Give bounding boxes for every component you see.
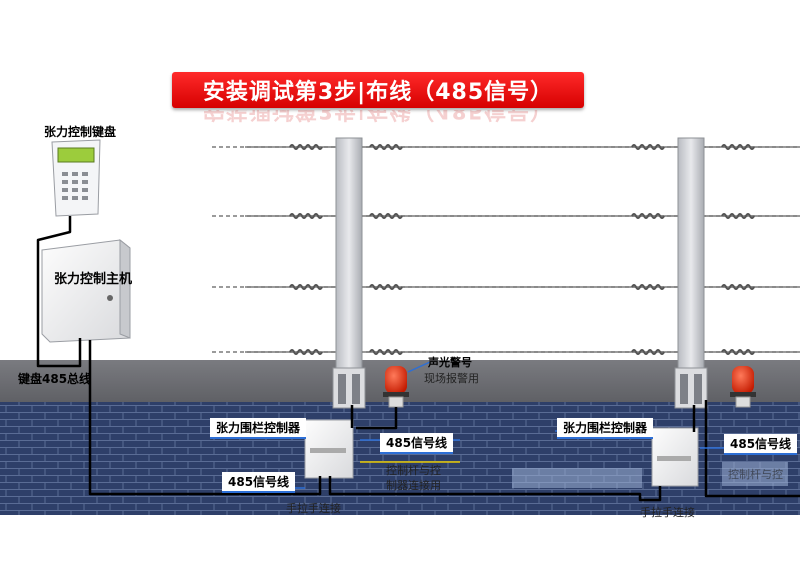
fence-controller-right-box: [651, 427, 699, 487]
fence-controller-left-box: [304, 419, 354, 479]
alarm-label: 声光警号: [428, 356, 472, 369]
fence-controller-right-label: 张力围栏控制器: [557, 418, 654, 439]
wall-bottom-fade: [0, 515, 800, 582]
pull-link-label-right: 手拉手连接: [640, 506, 695, 519]
alarm-light-right: [730, 366, 756, 408]
title-reflection-text: 安装调试第3步|布线（485信号）: [203, 110, 553, 128]
pole-link-label-line1: 控制杆与控: [386, 464, 441, 477]
signal-line-label-3: 485信号线: [724, 434, 798, 455]
page-title: 安装调试第3步|布线（485信号）: [202, 80, 554, 105]
fence-wires: [212, 146, 800, 353]
fence-pole-left: [332, 137, 366, 409]
pull-link-label-left: 手拉手连接: [286, 502, 341, 515]
alarm-light-left: [383, 366, 409, 408]
keypad-bus-label: 键盘485总线: [18, 372, 92, 386]
host-label: 张力控制主机: [54, 272, 133, 287]
pole-link-label-line2: 制器连接用: [386, 479, 441, 492]
title-banner: 安装调试第3步|布线（485信号）: [172, 72, 584, 108]
fence-controller-left-label: 张力围栏控制器: [210, 418, 307, 439]
keypad-device: [51, 139, 101, 217]
signal-wiring: [36, 216, 800, 502]
keypad-label: 张力控制键盘: [44, 125, 117, 139]
alarm-sub-label: 现场报警用: [424, 372, 479, 385]
faded-overlay-blocks: [512, 462, 788, 488]
signal-line-label-1: 485信号线: [380, 433, 454, 454]
host-controller-box: [41, 238, 131, 343]
fence-pole-right: [674, 137, 708, 409]
signal-line-label-2: 485信号线: [222, 472, 296, 493]
title-reflection: 安装调试第3步|布线（485信号）: [172, 110, 584, 128]
pole-link-label-right: 控制杆与控: [728, 468, 783, 481]
